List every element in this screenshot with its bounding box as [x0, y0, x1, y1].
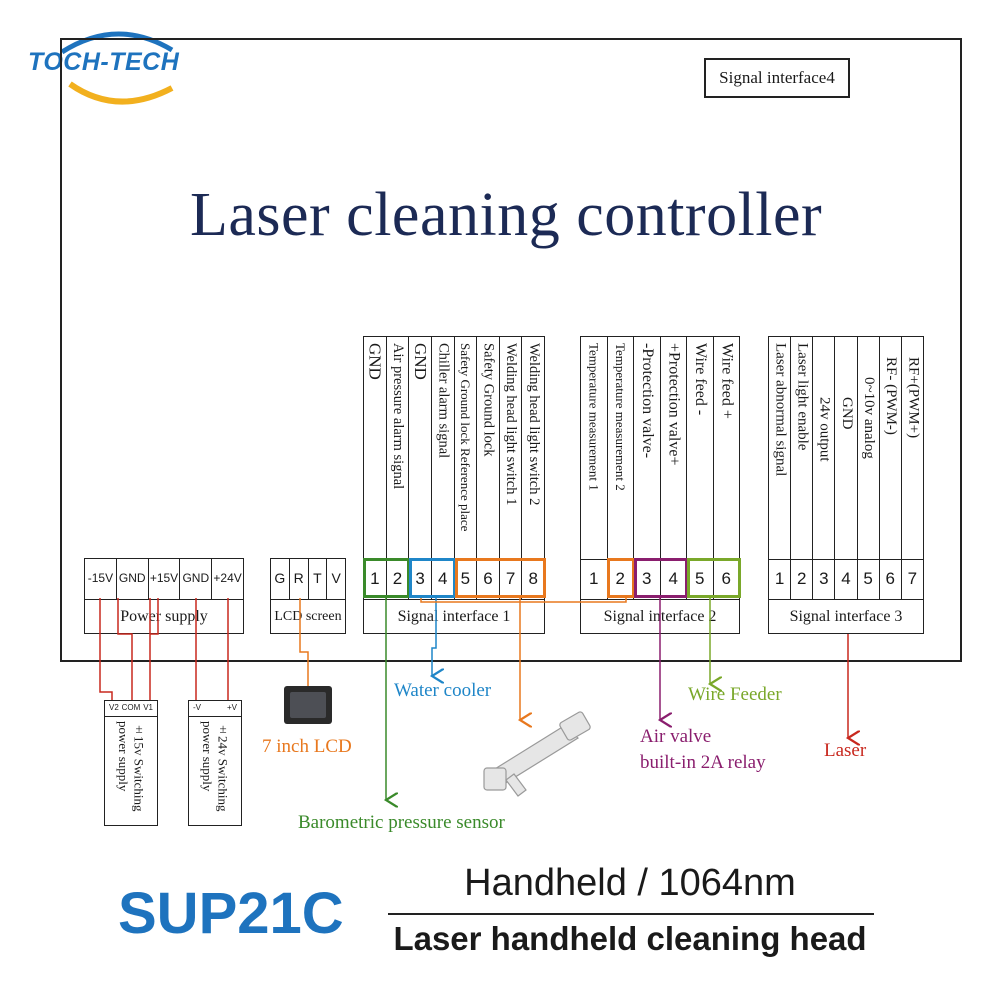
power-supply-label: Power supply: [85, 599, 243, 635]
pin-number: 6: [721, 569, 731, 588]
wire-feeder-label: Wire Feeder: [688, 684, 782, 705]
signal-label: Temperature measurement 2: [613, 343, 629, 491]
air-valve-label: Air valve: [640, 726, 712, 747]
signal-interface-1-signals: GND Air pressure alarm signal GND Chille…: [364, 337, 544, 559]
psu-24v-pins: -V +V: [189, 701, 241, 717]
controller-box: [60, 38, 962, 662]
barometric-sensor-label: Barometric pressure sensor: [298, 812, 505, 833]
power-supply-block: -15V GND +15V GND +24V Power supply: [84, 558, 244, 634]
signal-interface-3-label: Signal interface 3: [769, 599, 923, 635]
pin-number: 3: [813, 560, 836, 599]
psu-pin: V2: [109, 703, 119, 712]
psu-pin: COM: [121, 703, 141, 712]
pin-number: 6: [477, 560, 500, 599]
signal-label: Wire feed +: [718, 343, 736, 419]
psu-15v-text: ±15v Switching power supply: [116, 721, 147, 812]
psu-pin: V1: [143, 703, 153, 712]
psu-pin: +V: [226, 703, 237, 712]
brand-logo: TOCH-TECH: [22, 22, 222, 112]
signal-label: Welding head light switch 1: [503, 343, 520, 506]
pin-number: 8: [528, 569, 538, 588]
signal-label: Welding head light switch 2: [525, 343, 542, 506]
power-pin: -15V: [85, 559, 117, 599]
pin-number: 1: [769, 560, 792, 599]
laser-label: Laser: [824, 740, 867, 761]
model-description: Laser handheld cleaning head: [393, 920, 867, 957]
lcd-device-icon: [284, 686, 332, 724]
signal-label: Laser abnormal signal: [772, 343, 789, 477]
signal-label: Wire feed -: [692, 343, 710, 416]
power-pin: +15V: [149, 559, 181, 599]
pin-number: 3: [409, 560, 432, 599]
psu-24v: -V +V ±24v Switching power supply: [188, 700, 242, 826]
signal-label: Laser light enable: [794, 343, 811, 451]
signal-label: GND: [365, 343, 385, 380]
pin-number: 4: [835, 560, 858, 599]
signal-label: Air pressure alarm signal: [390, 343, 407, 490]
signal-interface-1-block: GND Air pressure alarm signal GND Chille…: [363, 336, 546, 635]
signal-interface-1-label: Signal interface 1: [364, 599, 544, 635]
signal-label: RF- (PWM-): [883, 357, 900, 435]
water-cooler-label: Water cooler: [394, 680, 492, 701]
controller-title: Laser cleaning controller: [190, 181, 823, 249]
signal-label: 0~10v analog: [861, 377, 877, 459]
signal-label: GND: [838, 397, 855, 430]
psu-15v-pins: V2 COM V1: [105, 701, 157, 717]
pin-highlight-orange: [455, 558, 546, 598]
pin-highlight-purple: [634, 558, 688, 598]
lcd-label: LCD screen: [271, 599, 345, 635]
pin-number: 5: [858, 560, 880, 599]
air-valve-relay-label: built-in 2A relay: [640, 752, 766, 773]
psu-pin: -V: [193, 703, 201, 712]
handheld-cleaning-head-icon: [483, 711, 591, 797]
logo-swoosh-icon: [60, 31, 174, 105]
pin-highlight-lime: [687, 558, 741, 598]
pin-number: 1: [364, 560, 387, 599]
psu-24v-text: ±24v Switching power supply: [200, 721, 231, 812]
power-pin: +24V: [213, 571, 242, 585]
signal-label: -Protection valve-: [639, 343, 657, 459]
pin-number: 6: [880, 560, 902, 599]
lcd-pin: T: [309, 559, 328, 599]
signal-label: GND: [410, 343, 430, 380]
signal-interface-2-signals: Temperature measurement 1 Temperature me…: [581, 337, 739, 559]
subtitle-divider: [388, 913, 874, 915]
signal-interface-3-block: Laser abnormal signal Laser light enable…: [768, 336, 924, 634]
pin-number: 2: [791, 560, 814, 599]
model-name: SUP21C: [118, 881, 344, 946]
power-pin: GND: [117, 559, 149, 599]
signal-interface-2-block: Temperature measurement 1 Temperature me…: [580, 336, 741, 634]
power-wires: [99, 598, 229, 700]
lcd-block: G R T V LCD screen: [270, 558, 346, 634]
signal-label: Chiller alarm signal: [435, 343, 452, 459]
power-supply-pins: -15V GND +15V GND +24V: [85, 559, 243, 599]
lcd-pin: G: [271, 559, 290, 599]
lcd-7inch-label: 7 inch LCD: [262, 736, 352, 757]
signal-label: Safety Ground lock Reference place: [458, 343, 474, 532]
signal-interface-3-signals: Laser abnormal signal Laser light enable…: [769, 337, 923, 559]
signal-label: RF+(PWM+): [905, 357, 922, 439]
psu-15v: V2 COM V1 ±15v Switching power supply: [104, 700, 158, 826]
signal-interface-4-label: Signal interface4: [704, 58, 850, 98]
pin-highlight-orange: [607, 558, 635, 598]
signal-label: Safety Ground lock: [480, 343, 497, 457]
lcd-pins: G R T V: [271, 559, 345, 599]
signal-label: 24v output: [816, 397, 833, 462]
power-pin: GND: [180, 559, 213, 599]
pin-highlight-blue: [409, 558, 456, 598]
pin-number: 7: [500, 560, 523, 599]
pin-number: 5: [687, 560, 714, 599]
signal-label: +Protection valve+: [665, 343, 683, 466]
pin-number: 5: [455, 560, 478, 599]
pin-number: 7: [907, 569, 918, 588]
lcd-pin: R: [290, 559, 309, 599]
logo-text: TOCH-TECH: [28, 48, 180, 76]
pin-highlight-green: [363, 558, 410, 598]
signal-interface-3-pins: 1 2 3 4 5 6 7: [769, 559, 923, 599]
signal-label: Temperature measurement 1: [586, 343, 602, 491]
model-subtitle: Handheld / 1064nm: [464, 862, 796, 904]
lcd-pin: V: [331, 570, 341, 586]
pin-number: 3: [634, 560, 661, 599]
